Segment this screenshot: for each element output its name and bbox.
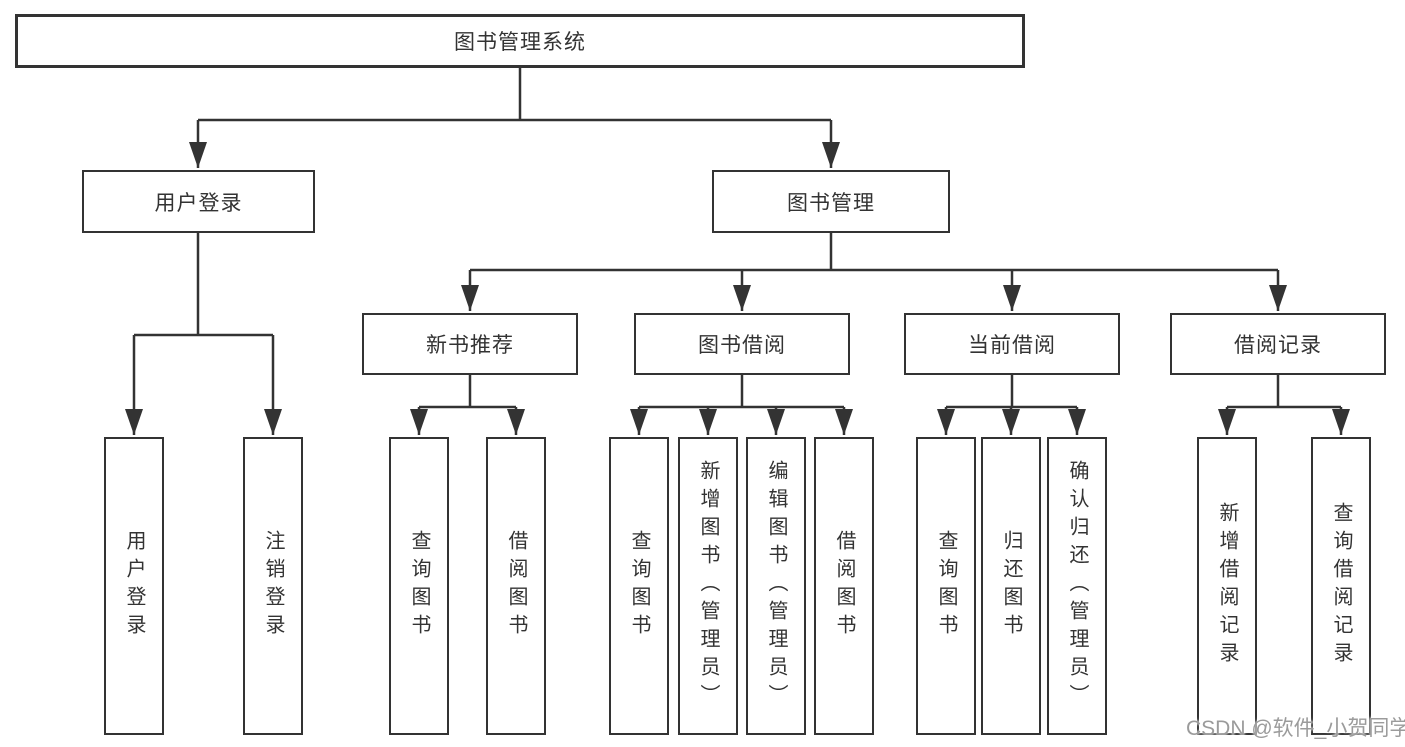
leaf-return-book: 归还图书: [981, 437, 1041, 735]
node-label: 图书管理系统: [454, 31, 586, 54]
leaf-add-borrow-record: 新增借阅记录: [1197, 437, 1257, 735]
csdn-watermark: CSDN @软件_小贺同学: [1186, 717, 1405, 740]
node-label: 借阅图书: [505, 530, 527, 642]
leaf-query-books-3: 查询图书: [916, 437, 976, 735]
node-root-library-system: 图书管理系统: [15, 14, 1025, 68]
node-label: 编辑图书（管理员）: [765, 460, 787, 712]
node-borrowing-records: 借阅记录: [1170, 313, 1386, 375]
leaf-confirm-return-admin: 确认归还（管理员）: [1047, 437, 1107, 735]
node-book-borrowing: 图书借阅: [634, 313, 850, 375]
node-label: 查询图书: [935, 530, 957, 642]
node-current-borrowing: 当前借阅: [904, 313, 1120, 375]
node-label: 借阅记录: [1234, 334, 1322, 357]
node-label: 借阅图书: [833, 530, 855, 642]
connector-root-trunk: [198, 68, 831, 122]
node-book-management: 图书管理: [712, 170, 950, 233]
leaf-query-books-1: 查询图书: [389, 437, 449, 735]
node-label: 当前借阅: [968, 334, 1056, 357]
node-label: 图书借阅: [698, 334, 786, 357]
leaf-add-book-admin: 新增图书（管理员）: [678, 437, 738, 735]
leaf-query-borrow-record: 查询借阅记录: [1311, 437, 1371, 735]
connector-new-book-trunk: [419, 375, 516, 409]
node-label: 归还图书: [1000, 530, 1022, 642]
connector-book-mgmt-trunk: [470, 233, 1278, 272]
leaf-borrow-books-2: 借阅图书: [814, 437, 874, 735]
node-label: 新增图书（管理员）: [697, 460, 719, 712]
leaf-logout: 注销登录: [243, 437, 303, 735]
node-label: 注销登录: [262, 530, 284, 642]
leaf-edit-book-admin: 编辑图书（管理员）: [746, 437, 806, 735]
leaf-user-login: 用户登录: [104, 437, 164, 735]
node-label: 图书管理: [787, 191, 875, 215]
connector-current-borrow-trunk: [946, 375, 1077, 409]
node-label: 新书推荐: [426, 334, 514, 357]
node-label: 确认归还（管理员）: [1066, 460, 1088, 712]
node-label: 新增借阅记录: [1216, 502, 1238, 670]
node-label: 用户登录: [123, 530, 145, 642]
node-label: 查询借阅记录: [1330, 502, 1352, 670]
node-label: 查询图书: [628, 530, 650, 642]
connector-user-login-trunk: [134, 233, 273, 337]
connector-borrow-records-trunk: [1227, 375, 1341, 409]
leaf-query-books-2: 查询图书: [609, 437, 669, 735]
node-label: 查询图书: [408, 530, 430, 642]
node-label: 用户登录: [154, 191, 243, 215]
connector-book-borrow-trunk: [639, 375, 844, 409]
leaf-borrow-books-1: 借阅图书: [486, 437, 546, 735]
node-new-book-recommendation: 新书推荐: [362, 313, 578, 375]
node-user-login: 用户登录: [82, 170, 315, 233]
